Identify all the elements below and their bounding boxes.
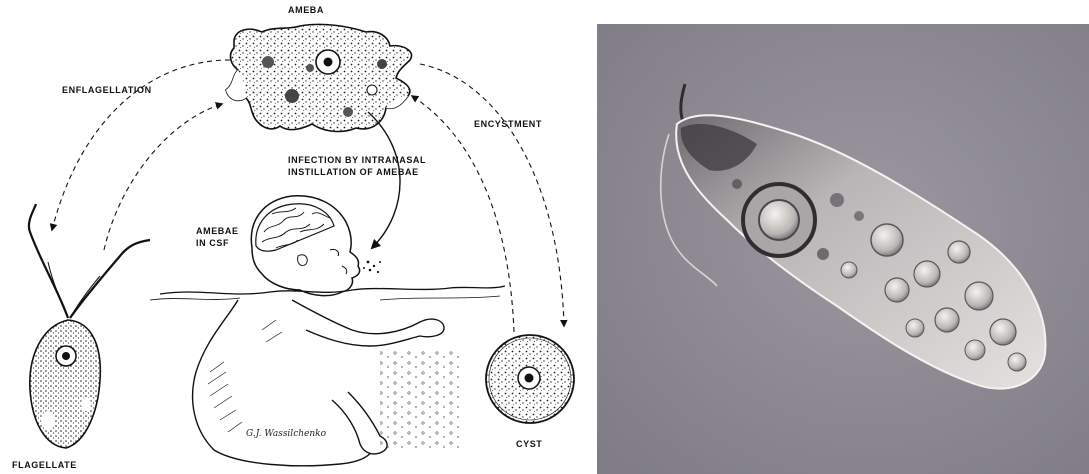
flagellate-cell	[29, 204, 150, 448]
label-infection-line1: INFECTION BY INTRANASAL	[288, 154, 426, 166]
label-encystment: ENCYSTMENT	[474, 118, 542, 130]
label-flagellate: FLAGELLATE	[12, 459, 77, 471]
label-cyst: CYST	[516, 438, 542, 450]
life-cycle-diagram	[0, 0, 590, 474]
label-enflagellation: ENFLAGELLATION	[62, 84, 152, 96]
label-amebae: AMEBAE	[196, 225, 239, 237]
ameba-cell	[226, 24, 412, 131]
label-infection-line2: INSTILLATION OF AMEBAE	[288, 166, 419, 178]
micrograph-photo	[597, 24, 1089, 474]
label-ameba: AMEBA	[288, 4, 324, 16]
label-in-csf: IN CSF	[196, 237, 229, 249]
cyst-cell	[486, 335, 574, 423]
artist-signature: G.J. Wassilchenko	[246, 429, 326, 439]
